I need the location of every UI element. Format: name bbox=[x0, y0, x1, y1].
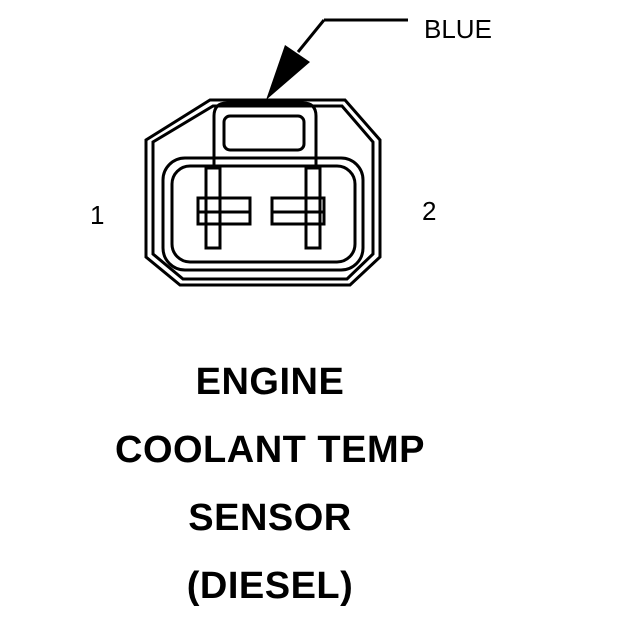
component-title: ENGINE COOLANT TEMP SENSOR (DIESEL) bbox=[0, 348, 540, 620]
title-line: COOLANT TEMP bbox=[115, 429, 425, 471]
pin-2-label: 2 bbox=[422, 196, 437, 226]
terminal-cavity bbox=[161, 156, 365, 272]
connector-diagram bbox=[144, 18, 408, 287]
wire-color-label: BLUE bbox=[424, 14, 492, 44]
connector-housing bbox=[144, 98, 382, 287]
color-leader-arrow bbox=[266, 18, 408, 100]
terminal-pin-1 bbox=[196, 166, 252, 250]
locking-tab bbox=[212, 101, 318, 165]
title-line: (DIESEL) bbox=[186, 565, 354, 607]
title-line: ENGINE bbox=[195, 361, 345, 403]
terminal-pin-2 bbox=[270, 166, 326, 250]
pin-1-label: 1 bbox=[90, 200, 105, 230]
title-line: SENSOR bbox=[188, 497, 352, 539]
